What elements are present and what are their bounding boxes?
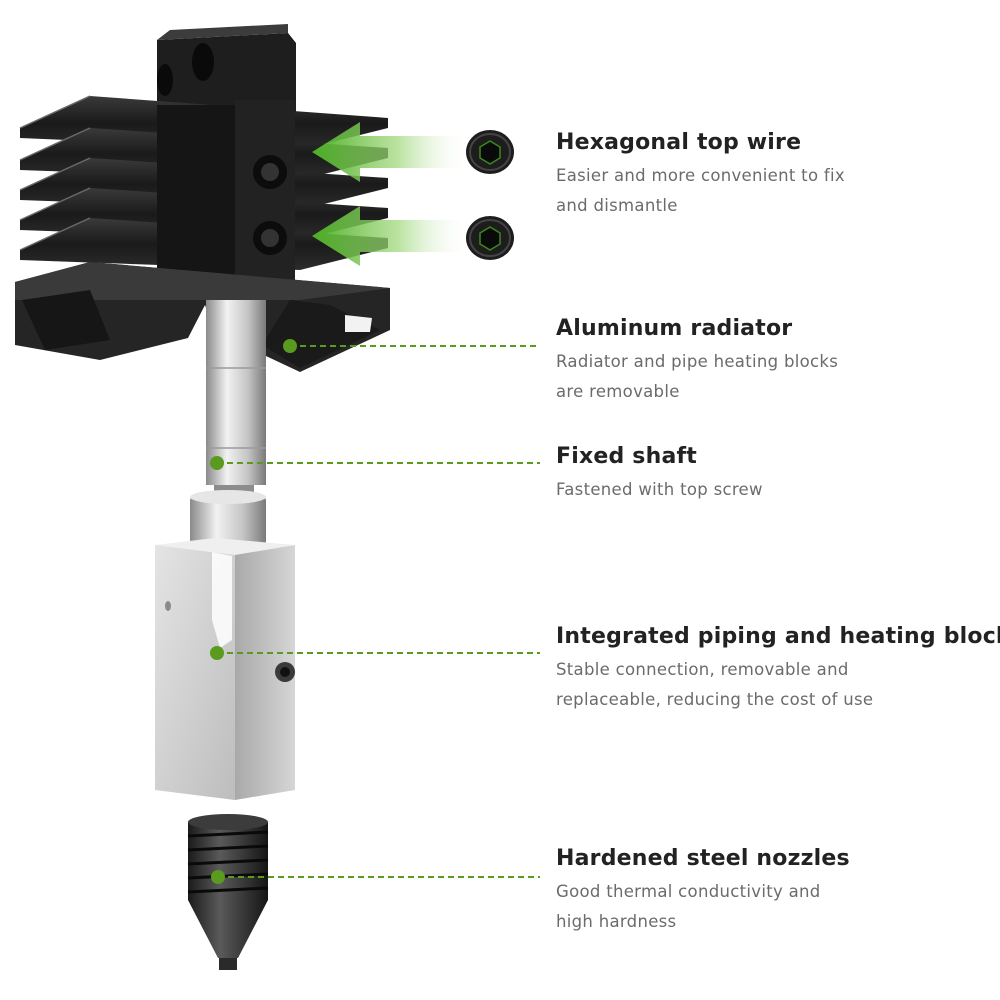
callout-dot bbox=[211, 870, 225, 884]
callout-description: Easier and more convenient to fix and di… bbox=[556, 166, 845, 215]
leader-nozzle bbox=[211, 870, 540, 884]
nozzle bbox=[187, 814, 269, 970]
callout-description: Good thermal conductivity and high hardn… bbox=[556, 882, 821, 931]
hex-socket-set-screw bbox=[466, 130, 514, 174]
callout-title: Fixed shaft bbox=[556, 444, 697, 469]
leader-heating-block bbox=[210, 646, 540, 660]
fixed-shaft bbox=[190, 300, 266, 547]
callout-title: Hardened steel nozzles bbox=[556, 846, 850, 871]
leader-fixed-shaft bbox=[210, 456, 540, 470]
arrow-left-icon bbox=[312, 122, 470, 182]
callout-integrated-piping-heating-blocks: Integrated piping and heating blocks Sta… bbox=[556, 624, 1000, 715]
callout-description: Fastened with top screw bbox=[556, 480, 763, 499]
arrow-left-icon bbox=[312, 206, 470, 266]
callout-title: Aluminum radiator bbox=[556, 316, 793, 341]
callout-aluminum-radiator: Aluminum radiator Radiator and pipe heat… bbox=[556, 316, 996, 407]
hex-socket-set-screw bbox=[466, 216, 514, 260]
callout-description: Stable connection, removable and replace… bbox=[556, 660, 874, 709]
callout-title: Integrated piping and heating blocks bbox=[556, 624, 1000, 649]
callout-hexagonal-top-wire: Hexagonal top wire Easier and more conve… bbox=[556, 130, 996, 221]
heatsink bbox=[15, 24, 390, 372]
heating-block bbox=[155, 538, 295, 800]
leader-lines bbox=[210, 339, 540, 884]
callout-dot bbox=[283, 339, 297, 353]
callout-description: Radiator and pipe heating blocks are rem… bbox=[556, 352, 839, 401]
callout-dot bbox=[210, 456, 224, 470]
leader-aluminum-radiator bbox=[283, 339, 538, 353]
callout-dot bbox=[210, 646, 224, 660]
callout-fixed-shaft: Fixed shaft Fastened with top screw bbox=[556, 444, 996, 505]
callout-hardened-steel-nozzles: Hardened steel nozzles Good thermal cond… bbox=[556, 846, 996, 937]
callout-title: Hexagonal top wire bbox=[556, 130, 802, 155]
